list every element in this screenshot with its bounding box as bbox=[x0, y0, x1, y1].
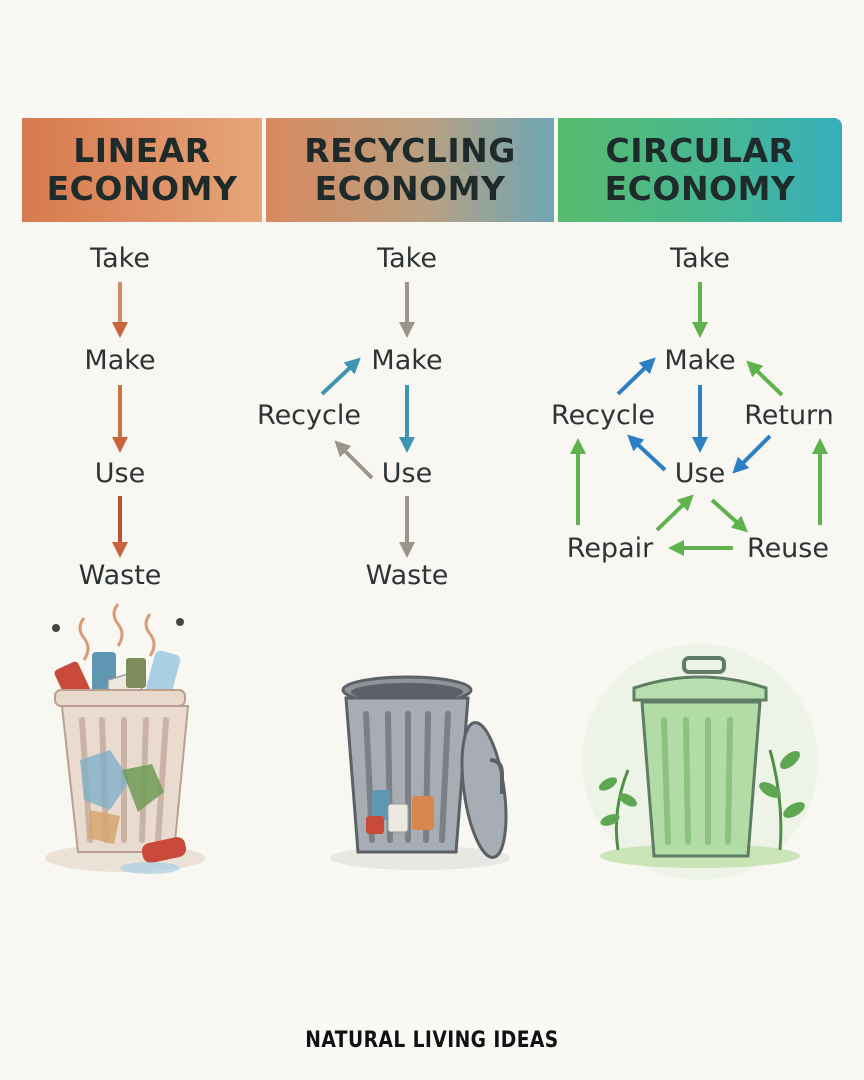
linear-use: Use bbox=[94, 458, 146, 489]
arrow-use-to-recycle bbox=[334, 440, 374, 480]
linear-take: Take bbox=[90, 243, 150, 274]
arrow-return-to-use bbox=[732, 434, 772, 474]
header-circular-line1: CIRCULAR bbox=[605, 131, 795, 170]
circular-repair: Repair bbox=[566, 533, 654, 564]
circular-make: Make bbox=[664, 345, 736, 376]
header-circular-economy: CIRCULAR ECONOMY bbox=[558, 118, 842, 222]
trash-can-open-lid-icon bbox=[330, 675, 510, 870]
overflowing-trash-bin-icon bbox=[45, 603, 205, 874]
header-recycling-economy: RECYCLING ECONOMY bbox=[266, 118, 554, 222]
recycling-use: Use bbox=[381, 458, 433, 489]
header-recycling-line1: RECYCLING bbox=[304, 131, 516, 170]
header-circular-line2: ECONOMY bbox=[604, 169, 796, 208]
header-linear-line2: ECONOMY bbox=[46, 169, 238, 208]
header-linear-line1: LINEAR bbox=[73, 131, 211, 170]
arrow-use-to-recycle-circ bbox=[627, 434, 667, 472]
circular-recycle: Recycle bbox=[551, 400, 655, 431]
circular-reuse: Reuse bbox=[747, 533, 829, 564]
arrow-return-to-make bbox=[746, 360, 784, 397]
recycling-take: Take bbox=[377, 243, 437, 274]
clean-green-bin-icon bbox=[582, 644, 818, 880]
brand-footer: NATURAL LIVING IDEAS bbox=[305, 1028, 559, 1053]
circular-take: Take bbox=[670, 243, 730, 274]
header-recycling-line2: ECONOMY bbox=[314, 169, 506, 208]
circular-return: Return bbox=[744, 400, 834, 431]
recycling-recycle: Recycle bbox=[257, 400, 361, 431]
linear-waste: Waste bbox=[78, 560, 162, 591]
linear-make: Make bbox=[84, 345, 156, 376]
arrow-use-to-reuse bbox=[710, 498, 748, 533]
circular-use: Use bbox=[674, 458, 726, 489]
recycling-waste: Waste bbox=[365, 560, 449, 591]
circular-arrows bbox=[570, 282, 828, 556]
recycling-arrows bbox=[320, 282, 415, 558]
arrow-repair-to-use bbox=[655, 494, 694, 532]
arrow-recycle-to-make bbox=[320, 357, 361, 396]
recycling-make: Make bbox=[371, 345, 443, 376]
header-linear-economy: LINEAR ECONOMY bbox=[22, 118, 262, 222]
arrow-recycle-to-make-circ bbox=[616, 357, 656, 396]
